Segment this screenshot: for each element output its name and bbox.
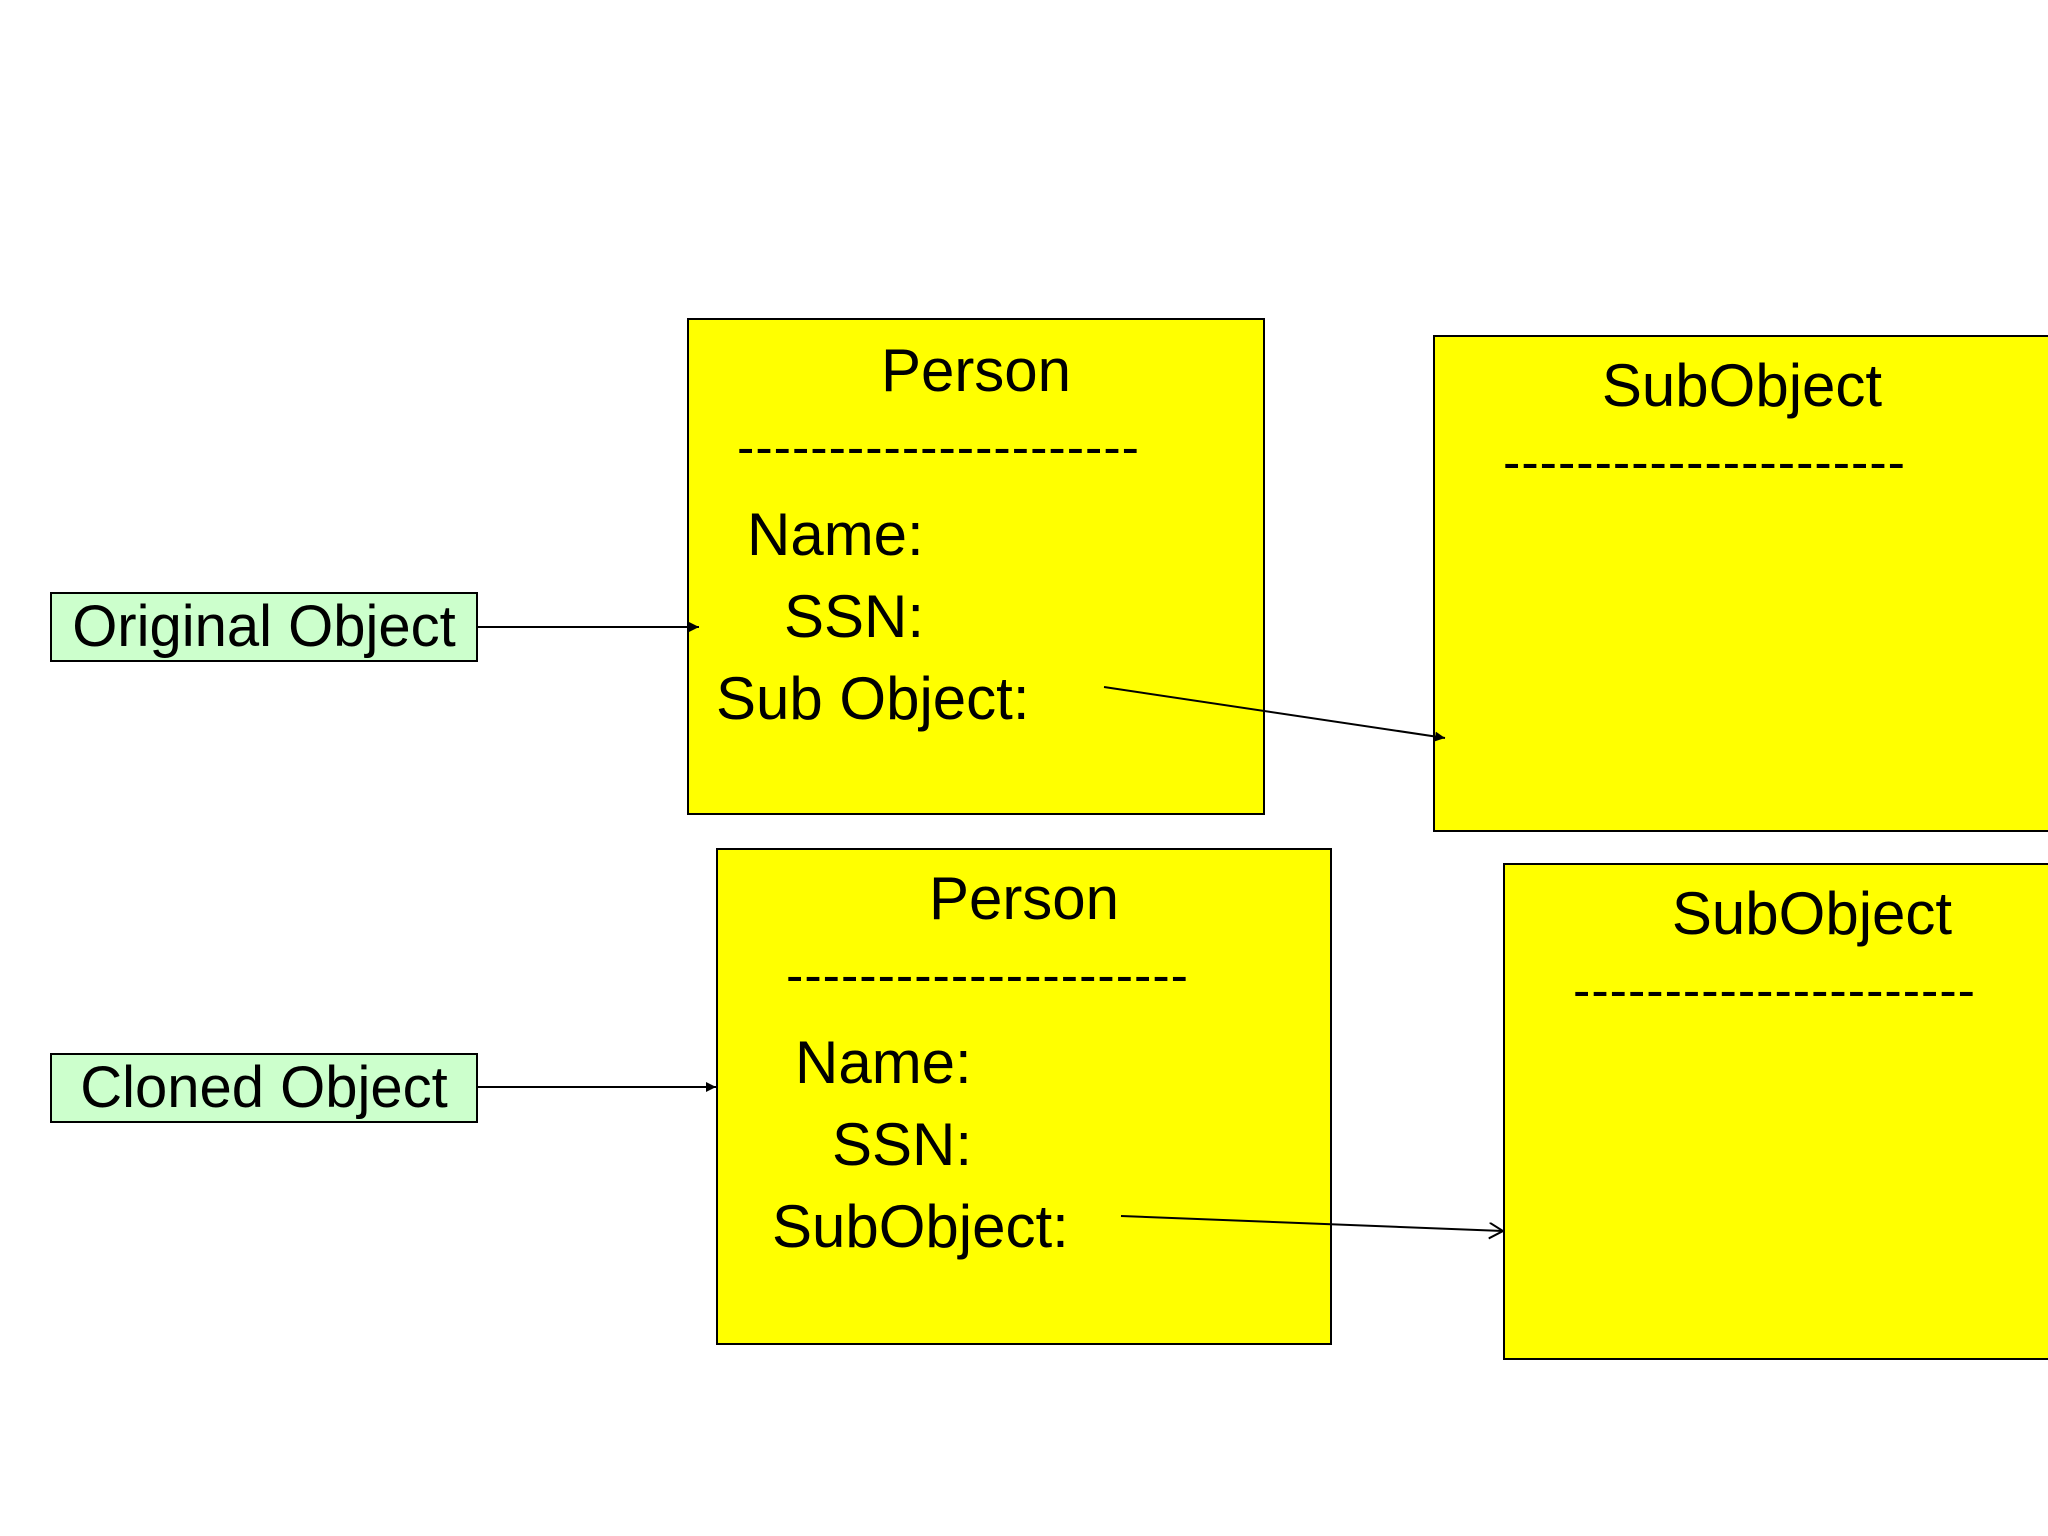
original-person-box: Person ---------------------- Name: SSN:… (687, 318, 1265, 815)
original-person-subobject-field: Sub Object: (716, 665, 1030, 732)
cloned-person-separator: ---------------------- (786, 947, 1189, 1005)
cloned-subobject-title: SubObject (1671, 880, 1953, 947)
original-person-ssn-field: SSN: (784, 583, 925, 650)
cloned-person-box: Person ---------------------- Name: SSN:… (716, 848, 1332, 1345)
cloned-subobject-separator: ---------------------- (1573, 962, 1976, 1020)
cloned-object-label: Cloned Object (50, 1053, 478, 1123)
original-person-title: Person (880, 337, 1072, 404)
original-subobject-title: SubObject (1601, 352, 1883, 419)
original-person-separator: ---------------------- (737, 419, 1140, 477)
original-object-label: Original Object (50, 592, 478, 662)
original-subobject-separator: ---------------------- (1503, 434, 1906, 492)
cloned-object-label-text: Cloned Object (80, 1055, 448, 1120)
cloned-subobject-box: SubObject ---------------------- (1503, 863, 2048, 1360)
original-subobject-box: SubObject ---------------------- (1433, 335, 2048, 832)
cloned-person-ssn-field: SSN: (832, 1111, 973, 1178)
cloned-person-subobject-field: SubObject: (772, 1193, 1069, 1260)
original-object-label-text: Original Object (72, 594, 456, 659)
cloned-person-name-field: Name: (795, 1029, 972, 1096)
original-person-name-field: Name: (747, 501, 924, 568)
cloned-person-title: Person (928, 865, 1120, 932)
